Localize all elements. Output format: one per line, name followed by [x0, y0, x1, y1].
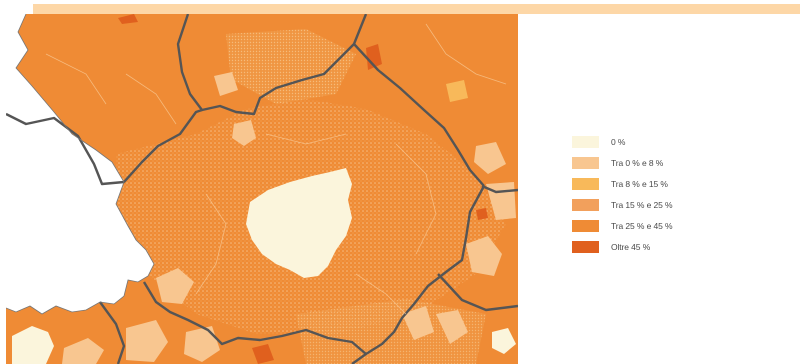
legend-label: Tra 8 % e 15 % — [611, 179, 668, 189]
zero-area-city — [246, 168, 352, 278]
province-boundaries — [6, 14, 518, 364]
map-legend: 0 % Tra 0 % e 8 % Tra 8 % e 15 % Tra 15 % e… — [572, 134, 673, 260]
dark-patches — [118, 14, 488, 364]
municipal-boundaries — [45, 23, 507, 315]
coastline — [6, 14, 155, 315]
legend-swatch — [572, 199, 599, 211]
zero-area-southeast — [492, 328, 516, 354]
legend-item: Tra 0 % e 8 % — [572, 155, 673, 171]
zero-area-southwest — [12, 326, 54, 364]
legend-swatch — [572, 241, 599, 253]
legend-swatch — [572, 220, 599, 232]
legend-label: 0 % — [611, 137, 626, 147]
legend-swatch — [572, 178, 599, 190]
legend-label: Tra 0 % e 8 % — [611, 158, 664, 168]
legend-label: Tra 25 % e 45 % — [611, 221, 673, 231]
legend-label: Oltre 45 % — [611, 242, 651, 252]
legend-item: Tra 25 % e 45 % — [572, 218, 673, 234]
legend-label: Tra 15 % e 25 % — [611, 200, 673, 210]
header-bar — [33, 4, 800, 14]
no-data-area-west — [6, 14, 154, 314]
legend-item: Tra 8 % e 15 % — [572, 176, 673, 192]
legend-swatch — [572, 136, 599, 148]
textured-area-north — [226, 29, 356, 104]
light-patches — [62, 72, 516, 364]
legend-swatch — [572, 157, 599, 169]
choropleth-map[interactable] — [6, 14, 518, 364]
legend-item: 0 % — [572, 134, 673, 150]
legend-item: Oltre 45 % — [572, 239, 673, 255]
legend-item: Tra 15 % e 25 % — [572, 197, 673, 213]
figure-frame: 0 % Tra 0 % e 8 % Tra 8 % e 15 % Tra 15 % e… — [6, 14, 801, 364]
